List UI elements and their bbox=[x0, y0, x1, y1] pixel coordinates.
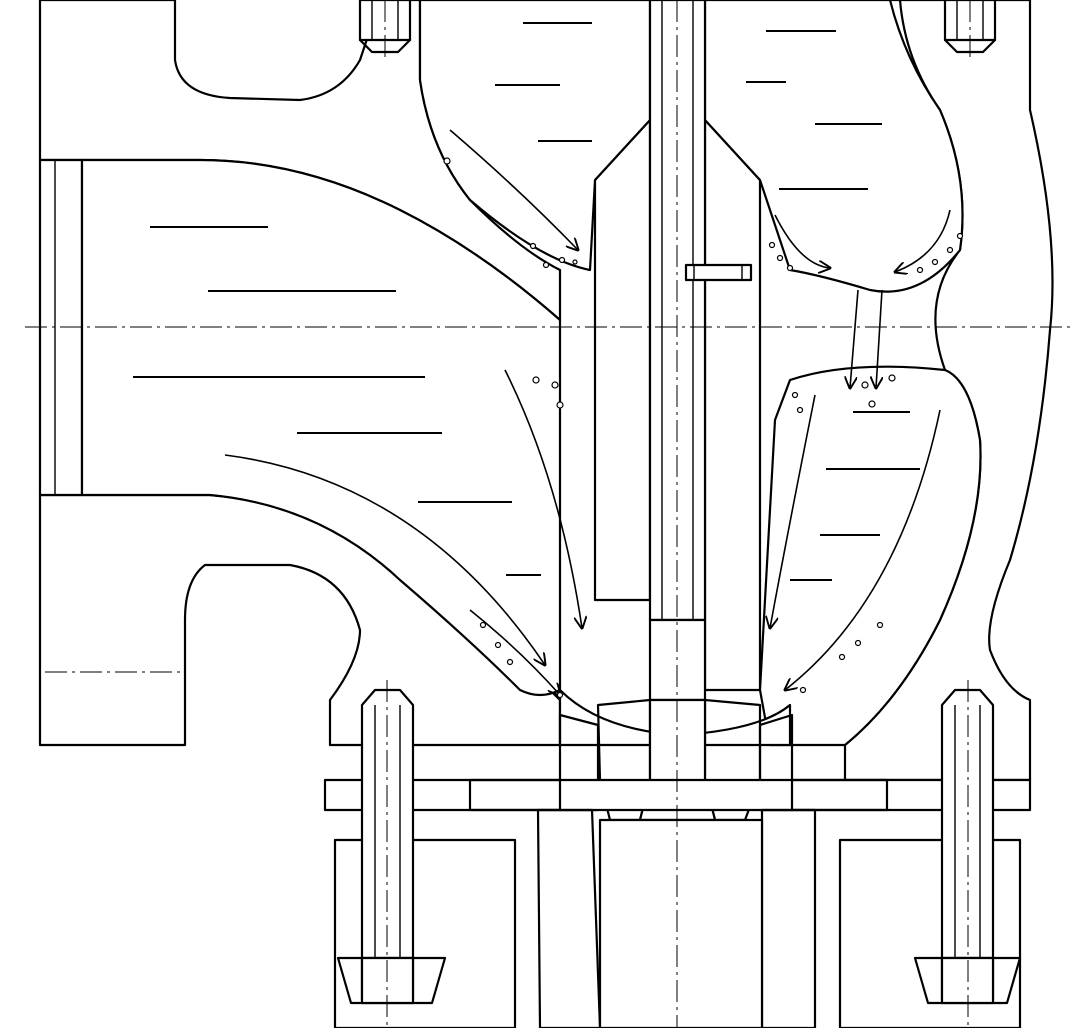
stud-bolt-left-bottom bbox=[360, 688, 415, 1002]
guide-pin bbox=[684, 263, 753, 282]
fluid-passage bbox=[80, 0, 982, 747]
cavitation-bubbles bbox=[443, 157, 964, 699]
center-lines bbox=[25, 0, 1073, 1028]
hex-nut-left bbox=[336, 956, 447, 1005]
